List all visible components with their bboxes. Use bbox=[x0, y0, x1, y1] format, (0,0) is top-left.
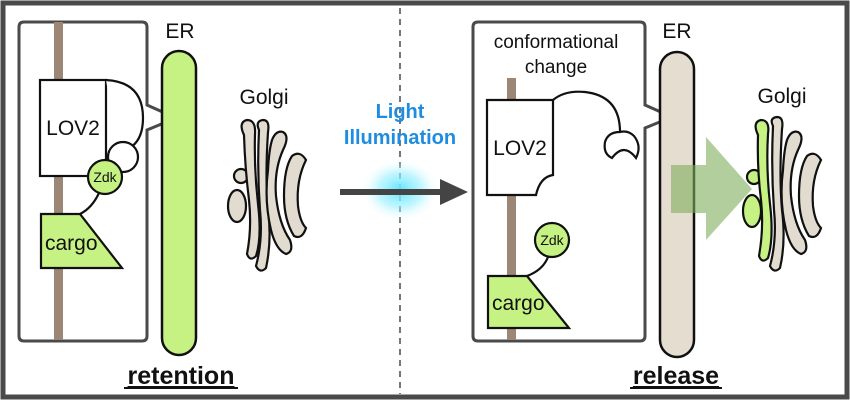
right-membrane-anchor bbox=[507, 78, 516, 340]
left-cargo bbox=[39, 212, 125, 270]
left-golgi bbox=[226, 118, 308, 272]
right-er-label: ER bbox=[662, 20, 691, 43]
right-panel: conformational change LOV2 Zdk cargo ER … bbox=[471, 20, 823, 390]
right-caption-line2: change bbox=[525, 57, 587, 78]
right-state-label: release bbox=[633, 362, 719, 390]
right-linker bbox=[526, 256, 550, 278]
left-golgi-label: Golgi bbox=[239, 86, 288, 109]
left-zdk bbox=[86, 158, 124, 196]
right-golgi-label: Golgi bbox=[757, 85, 806, 108]
left-cargo-label: cargo bbox=[45, 232, 98, 255]
left-er-label: ER bbox=[165, 20, 194, 43]
left-panel: Zdk LOV2 cargo ER Golgi retention bbox=[17, 20, 308, 390]
right-ja-helix bbox=[552, 90, 622, 133]
left-er bbox=[160, 49, 198, 357]
right-lov2-domain bbox=[485, 98, 555, 197]
left-zdk-label: Zdk bbox=[93, 169, 117, 185]
transition-arrow-head bbox=[440, 179, 468, 205]
right-golgi bbox=[741, 115, 823, 272]
left-lov2-label: LOV2 bbox=[46, 117, 100, 140]
right-zdk bbox=[533, 221, 571, 259]
right-zdk-label: Zdk bbox=[540, 232, 564, 248]
right-binding-loop bbox=[603, 130, 640, 161]
right-lov2-label: LOV2 bbox=[493, 137, 547, 160]
right-cargo bbox=[486, 274, 572, 330]
left-state-label: retention bbox=[128, 362, 235, 390]
left-linker bbox=[79, 192, 100, 215]
light-text-line2: Illumination bbox=[344, 127, 456, 149]
light-text-line1: Light bbox=[376, 101, 425, 123]
left-membrane-anchor bbox=[54, 22, 63, 340]
right-caption-line1: conformational bbox=[494, 32, 619, 53]
transport-arrow bbox=[671, 137, 752, 240]
light-stimulus: Light Illumination bbox=[340, 101, 468, 222]
right-cargo-label: cargo bbox=[492, 292, 545, 315]
left-lov2-domain bbox=[38, 78, 108, 178]
